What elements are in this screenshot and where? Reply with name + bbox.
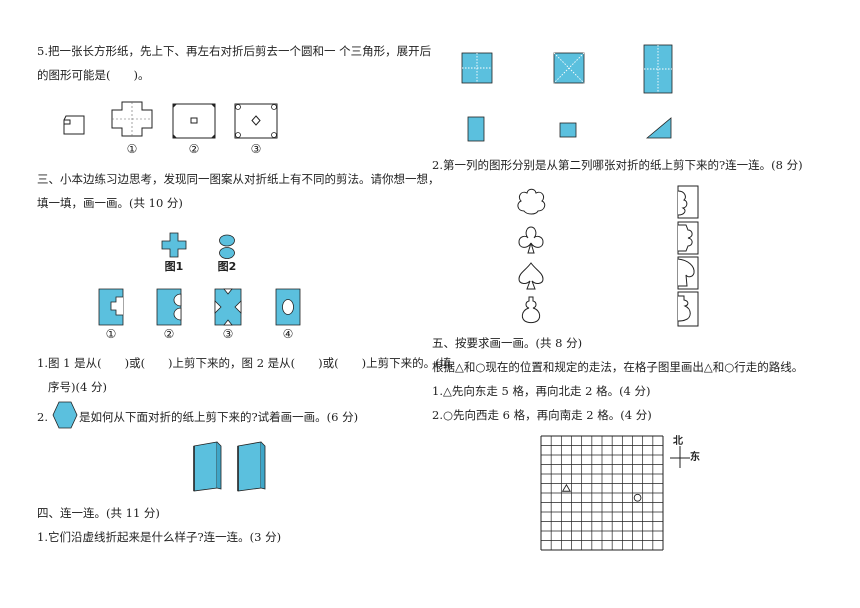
question1-line1: 1.图 1 是从( )或( )上剪下来的，图 2 是从( )或( )上剪下来的。…	[37, 356, 452, 370]
question2-text: 是如何从下面对折的纸上剪下来的?试着画一画。(6 分)	[79, 410, 359, 424]
question1-line2: 序号)(4 分)	[48, 380, 107, 394]
folded-cut-option-4[interactable]	[275, 288, 301, 326]
circle-marker-icon	[633, 493, 642, 502]
folded-result-rectangle[interactable]	[467, 116, 485, 142]
folded-paper-2[interactable]	[235, 440, 267, 492]
folded-cut-option-3[interactable]	[214, 288, 242, 326]
q5-line2: 的图形可能是( )。	[37, 68, 150, 82]
folded-cut-option-1[interactable]	[98, 288, 124, 326]
cloud-shape[interactable]	[514, 187, 548, 217]
hexagon-shape	[52, 401, 78, 429]
spade-shape[interactable]	[516, 261, 546, 291]
section4-question1: 1.它们沿虚线折起来是什么样子?连一连。(3 分)	[37, 530, 282, 544]
folded-result-triangle[interactable]	[646, 117, 672, 139]
folded-cut-option-4-label: ④	[282, 327, 294, 341]
triangle-marker-icon	[561, 483, 572, 492]
q5-option-3-figure[interactable]	[234, 103, 278, 139]
folded-cut-paper-d[interactable]	[676, 291, 700, 327]
q5-option-2-figure[interactable]	[172, 103, 216, 139]
section5-title: 五、按要求画一画。(共 8 分)	[432, 336, 583, 350]
compass-north-label: 北	[673, 436, 683, 447]
right-question2-text: 2.第一列的图形分别是从第二列哪张对折的纸上剪下来的?连一连。(8 分)	[432, 158, 803, 172]
q5-line1: 5.把一张长方形纸，先上下、再左右对折后剪去一个圆和一 个三角形，展开后	[37, 44, 432, 58]
section5-intro: 根据△和○现在的位置和规定的走法，在格子图里画出△和○行走的路线。	[432, 360, 804, 374]
figure-1-cross-shape	[161, 232, 187, 258]
folded-cut-paper-a[interactable]	[676, 185, 700, 219]
folded-result-small-square[interactable]	[559, 122, 577, 138]
section5-question2: 2.○先向西走 6 格，再向南走 2 格。(4 分)	[432, 408, 652, 422]
figure-2-double-oval-shape	[218, 234, 236, 260]
section5-question1: 1.△先向东走 5 格，再向北走 2 格。(4 分)	[432, 384, 651, 398]
section3-line1: 三、小本边练习边思考，发现同一图案从对折纸上有不同的剪法。请你想一想，	[37, 172, 440, 186]
q5-option-1-label: ①	[126, 142, 138, 156]
section4-title: 四、连一连。(共 11 分)	[37, 506, 160, 520]
section3-line2: 填一填，画一画。(共 10 分)	[37, 196, 183, 210]
q5-option-1-figure[interactable]	[110, 100, 154, 140]
gourd-shape[interactable]	[516, 295, 546, 325]
q5-option-2-label: ②	[188, 142, 200, 156]
q5-option-3-label: ③	[250, 142, 262, 156]
question2-number: 2.	[37, 410, 48, 424]
folded-cut-option-2-label: ②	[163, 327, 175, 341]
compass-icon	[668, 436, 708, 470]
q5-folded-paper-figure	[58, 100, 88, 140]
folded-paper-1[interactable]	[191, 440, 223, 492]
figure-1-label: 图1	[164, 260, 184, 273]
folded-cut-paper-c[interactable]	[676, 256, 700, 290]
club-shape[interactable]	[516, 225, 546, 255]
movement-grid[interactable]	[540, 435, 664, 551]
folded-cut-option-3-label: ③	[222, 327, 234, 341]
fold-paper-square-cross[interactable]	[461, 52, 493, 84]
figure-2-label: 图2	[217, 260, 237, 273]
folded-cut-option-2[interactable]	[156, 288, 182, 326]
folded-cut-option-1-label: ①	[105, 327, 117, 341]
folded-cut-paper-b[interactable]	[676, 221, 700, 255]
fold-paper-rectangle-cross[interactable]	[643, 44, 673, 94]
compass-east-label: 东	[690, 452, 700, 463]
fold-paper-square-diagonal[interactable]	[553, 52, 585, 84]
